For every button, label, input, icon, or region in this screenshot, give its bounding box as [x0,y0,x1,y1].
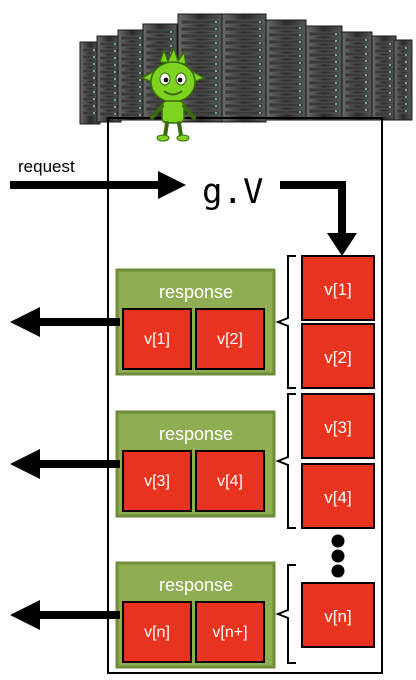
vertex-label: v[1] [324,280,351,299]
response-arrow [36,318,120,326]
response-item [122,601,192,663]
response-item-label: v[4] [217,473,243,490]
response-title: response [159,575,233,595]
response-item-label: v[n] [144,624,170,641]
gremlin-mascot-icon [140,45,206,142]
response-box: response v[1] v[2] [115,268,276,376]
vertex-box [301,323,375,389]
vertex-box [301,582,375,648]
vertex-label: v[3] [324,418,351,437]
response-item [195,308,265,370]
response-title: response [159,282,233,302]
vertex-label: v[n] [324,607,351,626]
vertex-box [301,463,375,529]
brace [275,564,296,664]
server-box [107,117,383,674]
response-title: response [159,424,233,444]
brace [275,255,296,389]
response-arrowhead [10,307,40,337]
response-arrow [36,460,120,468]
response-item-label: v[2] [217,331,243,348]
traversal-label: g.V [202,172,263,212]
vertex-column: v[1] v[2] v[3] v[4] v[n] [301,255,375,648]
brace-group [275,255,296,664]
request-label: request [18,157,75,176]
response-item-label: v[n+] [212,624,247,641]
vertex-label: v[2] [324,348,351,367]
response-arrowhead [10,449,40,479]
response-arrow [36,611,120,619]
vertex-box [301,393,375,459]
response-item [122,308,192,370]
response-group: responsev[1]v[2]responsev[3]v[4]response… [10,268,276,669]
response-item-label: v[1] [144,331,170,348]
traversal-arrow [280,181,357,256]
response-item [195,450,265,512]
response-arrowhead [10,600,40,630]
response-item [122,450,192,512]
vertex-box [301,255,375,321]
server-rack-icon [79,13,413,125]
response-item [195,601,265,663]
response-box: response v[3] v[4] [115,410,276,518]
response-box: response v[n] v[n+] [115,561,276,669]
ellipsis-icon [331,534,345,578]
response-item-label: v[3] [144,473,170,490]
request-arrow [10,171,186,199]
brace [275,393,296,529]
vertex-label: v[4] [324,488,351,507]
